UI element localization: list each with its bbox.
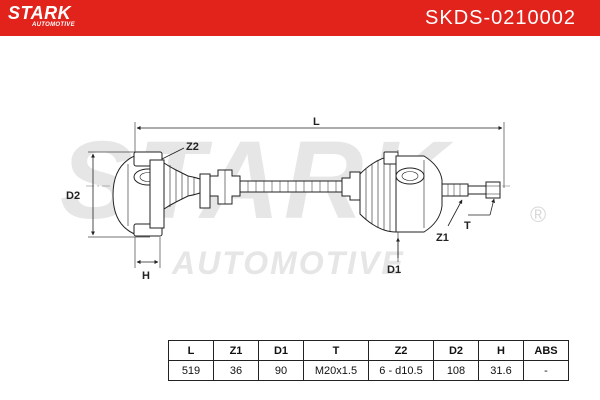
spec-header-cell: D1 bbox=[258, 340, 304, 361]
dimension-T-label: T bbox=[464, 220, 471, 232]
dimension-D1: D1 bbox=[387, 150, 401, 276]
outer-cv-joint bbox=[112, 151, 241, 237]
dimension-H: H bbox=[134, 237, 161, 282]
dimension-H-label: H bbox=[142, 270, 150, 282]
spec-header-cell: L bbox=[168, 340, 214, 361]
brand-logo-text: STARK bbox=[8, 3, 72, 23]
spec-value-cell: M20x1.5 bbox=[303, 360, 369, 381]
spec-value-cell: 90 bbox=[258, 360, 304, 381]
spec-header-cell: Z2 bbox=[368, 340, 434, 361]
brand-logo-subtext: AUTOMOTIVE bbox=[32, 22, 75, 28]
spec-table-header-row: L Z1 D1 T Z2 D2 H ABS bbox=[168, 340, 569, 361]
dimension-Z1: Z1 bbox=[436, 199, 463, 244]
dimension-L: L bbox=[134, 116, 505, 188]
spec-header-cell: ABS bbox=[523, 340, 569, 361]
drive-shaft-drawing: STARK AUTOMOTIVE ® L D2 H bbox=[60, 116, 546, 282]
spec-table-value-row: 519 36 90 M20x1.5 6 - d10.5 108 31.6 - bbox=[168, 360, 569, 381]
spec-value-cell: - bbox=[523, 360, 569, 381]
spec-value-cell: 31.6 bbox=[478, 360, 524, 381]
header-bar: STARK AUTOMOTIVE SKDS-0210002 bbox=[0, 0, 600, 36]
spec-header-cell: D2 bbox=[433, 340, 479, 361]
dimension-D1-label: D1 bbox=[387, 264, 401, 276]
spec-header-cell: T bbox=[303, 340, 369, 361]
spec-header-cell: Z1 bbox=[213, 340, 259, 361]
watermark-subtitle: AUTOMOTIVE bbox=[171, 245, 405, 281]
watermark-registered-mark: ® bbox=[530, 202, 546, 227]
axle-shaft bbox=[239, 180, 343, 193]
dimension-Z2-label: Z2 bbox=[186, 141, 199, 153]
dimension-L-label: L bbox=[313, 116, 320, 128]
spec-header-cell: H bbox=[478, 340, 524, 361]
spec-value-cell: 519 bbox=[168, 360, 214, 381]
dimension-T: T bbox=[464, 198, 496, 232]
part-number: SKDS-0210002 bbox=[425, 7, 576, 29]
spec-table: L Z1 D1 T Z2 D2 H ABS 519 36 90 M20x1.5 … bbox=[168, 340, 569, 381]
spec-value-cell: 6 - d10.5 bbox=[368, 360, 434, 381]
inner-cv-joint bbox=[341, 151, 501, 233]
dimension-Z1-label: Z1 bbox=[436, 232, 449, 244]
dimension-D2-label: D2 bbox=[66, 190, 80, 202]
spec-value-cell: 36 bbox=[213, 360, 259, 381]
brand-logo: STARK AUTOMOTIVE bbox=[8, 3, 108, 33]
spec-value-cell: 108 bbox=[433, 360, 479, 381]
